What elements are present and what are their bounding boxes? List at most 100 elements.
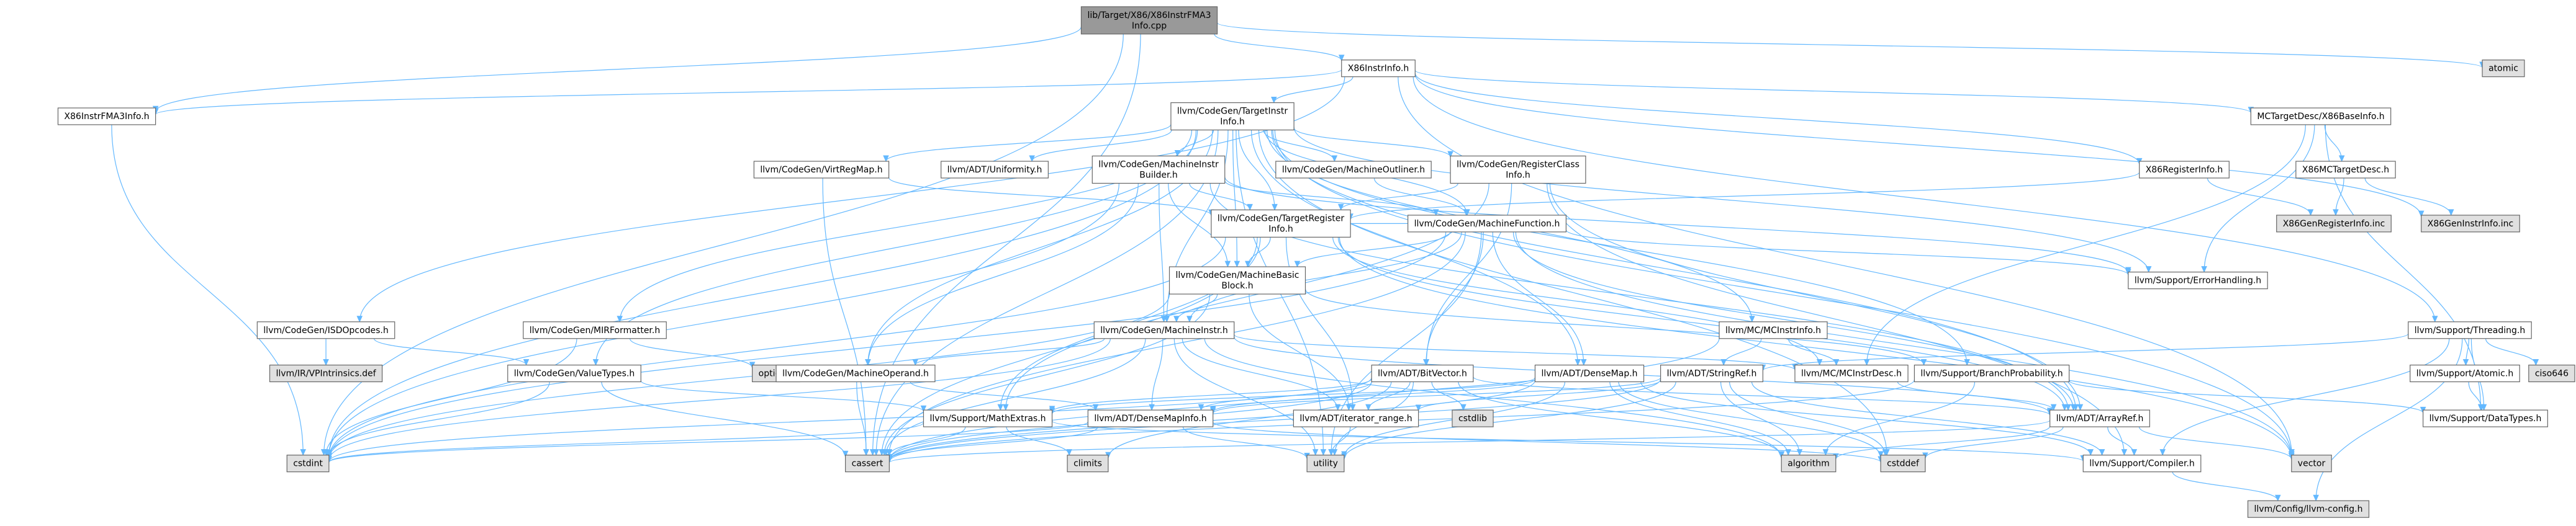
node-label-fma3info-line-0: X86InstrFMA3Info.h: [64, 112, 149, 122]
edges-layer: [111, 22, 2539, 502]
node-label-targetinstrinfo-line-1: Info.h: [1220, 117, 1245, 127]
node-mathextras[interactable]: llvm/Support/MathExtras.h: [923, 409, 1053, 427]
node-mirformatter[interactable]: llvm/CodeGen/MIRFormatter.h: [523, 321, 667, 339]
node-label-targetinstrinfo-line-0: llvm/CodeGen/TargetInstr: [1177, 107, 1288, 117]
edge-targetreginfo-to-mbb: [1247, 237, 1271, 267]
node-box-outliner: [1275, 161, 1432, 179]
edge-outliner-to-mf: [1373, 177, 1467, 215]
node-errorhandling[interactable]: llvm/Support/ErrorHandling.h: [2128, 271, 2268, 290]
node-box-machineoperand: [775, 364, 936, 383]
node-label-cstddef-line-0: cstddef: [1887, 459, 1920, 469]
node-mcinstrdesc[interactable]: llvm/MC/MCInstrDesc.h: [1794, 364, 1909, 383]
node-densemap[interactable]: llvm/ADT/DenseMap.h: [1534, 364, 1645, 383]
node-box-cstdlib: [1452, 409, 1494, 427]
edge-densemapinfo-to-cstdint: [328, 421, 1088, 463]
node-label-mibuilder-line-1: Builder.h: [1139, 170, 1178, 180]
node-vregmap[interactable]: llvm/CodeGen/VirtRegMap.h: [753, 161, 890, 179]
edge-x86reginfo-to-targetreginfo: [1350, 172, 2140, 220]
node-box-iterrange: [1293, 409, 1419, 427]
node-label-x86genreginfo-line-0: X86GenRegisterInfo.inc: [2283, 219, 2385, 229]
node-box-vector: [2291, 455, 2332, 473]
node-densemapinfo[interactable]: llvm/ADT/DenseMapInfo.h: [1087, 409, 1214, 427]
node-x86instrinfo[interactable]: X86InstrInfo.h: [1341, 60, 1416, 78]
edge-stringref-to-utility: [1344, 381, 1676, 460]
edge-targetinstrinfo-to-mbb: [1232, 130, 1237, 267]
node-x86reginfo[interactable]: X86RegisterInfo.h: [2139, 161, 2230, 179]
edge-bitvector-to-cstdlib: [1431, 381, 1464, 411]
arrowhead-stringref-to-cstddef: [1882, 449, 1889, 456]
node-arrayref[interactable]: llvm/ADT/ArrayRef.h: [2050, 409, 2150, 427]
node-fma3info[interactable]: X86InstrFMA3Info.h: [57, 107, 156, 125]
edge-valuetypes-to-cassert: [601, 381, 846, 457]
arrowhead-x86reginfo-to-x86genreginfo: [2307, 209, 2314, 216]
node-box-fma3info: [57, 107, 156, 125]
node-branchprob[interactable]: llvm/Support/BranchProbability.h: [1914, 364, 2070, 383]
node-label-algorithm-line-0: algorithm: [1787, 459, 1830, 469]
node-label-vregmap-line-0: llvm/CodeGen/VirtRegMap.h: [760, 165, 882, 175]
node-uniformity[interactable]: llvm/ADT/Uniformity.h: [941, 161, 1049, 179]
node-box-errorhandling: [2128, 271, 2268, 290]
node-llvmconfig: llvm/Config/llvm-config.h: [2247, 500, 2370, 518]
node-mctargetdesc_base[interactable]: MCTargetDesc/X86BaseInfo.h: [2250, 107, 2392, 125]
node-datatypes[interactable]: llvm/Support/DataTypes.h: [2423, 409, 2548, 427]
node-atomic_h[interactable]: llvm/Support/Atomic.h: [2410, 364, 2520, 383]
node-root[interactable]: lib/Target/X86/X86InstrFMA3Info.cpp: [1080, 6, 1218, 35]
node-outliner[interactable]: llvm/CodeGen/MachineOutliner.h: [1275, 161, 1432, 179]
node-bitvector[interactable]: llvm/ADT/BitVector.h: [1371, 364, 1474, 383]
arrowhead-root-to-x86instrinfo: [1338, 55, 1345, 61]
edge-mathextras-to-cstdint: [328, 422, 924, 463]
edge-mbb-to-branchprob: [1304, 288, 1925, 365]
edge-vregmap-to-cassert: [822, 177, 867, 455]
edge-threading-to-compiler: [2162, 338, 2450, 455]
edge-densemap-to-densemapinfo: [1213, 378, 1536, 412]
node-mcinstrinfo[interactable]: llvm/MC/MCInstrInfo.h: [1719, 321, 1828, 339]
edge-machineinstr-to-cstdint: [328, 338, 1111, 460]
node-label-mcinstrinfo-line-0: llvm/MC/MCInstrInfo.h: [1725, 326, 1821, 336]
node-label-bitvector-line-0: llvm/ADT/BitVector.h: [1378, 369, 1467, 379]
arrowhead-mf-to-mbb: [1294, 261, 1301, 268]
node-x86mctargetdesc[interactable]: X86MCTargetDesc.h: [2295, 161, 2396, 179]
node-box-cstddef: [1880, 455, 1926, 473]
node-label-densemapinfo-line-0: llvm/ADT/DenseMapInfo.h: [1094, 414, 1206, 424]
edge-densemap-to-algorithm: [1609, 381, 1789, 455]
node-isdopcodes[interactable]: llvm/CodeGen/ISDOpcodes.h: [256, 321, 395, 339]
edge-mirformatter-to-optional: [629, 338, 753, 368]
arrowhead-targetinstrinfo-to-targetreginfo: [1272, 203, 1278, 211]
node-label-x86mctargetdesc-line-0: X86MCTargetDesc.h: [2302, 165, 2389, 175]
nodes-layer: lib/Target/X86/X86InstrFMA3Info.cppX86In…: [57, 6, 2575, 518]
node-iterrange[interactable]: llvm/ADT/iterator_range.h: [1293, 409, 1419, 427]
arrowhead-mibuilder-to-targetreginfo: [1247, 203, 1253, 211]
node-machineoperand[interactable]: llvm/CodeGen/MachineOperand.h: [775, 364, 936, 383]
node-compiler[interactable]: llvm/Support/Compiler.h: [2082, 455, 2202, 473]
arrowhead-mibuilder-to-machineoperand: [865, 359, 871, 366]
node-box-targetreginfo: [1211, 209, 1351, 238]
node-valuetypes[interactable]: llvm/CodeGen/ValueTypes.h: [507, 364, 641, 383]
arrowhead-targetreginfo-to-mathextras: [997, 404, 1004, 411]
node-mf[interactable]: llvm/CodeGen/MachineFunction.h: [1408, 215, 1566, 233]
arrowhead-mbb-to-branchprob: [1920, 359, 1927, 366]
edge-mf-to-errorhandling: [1565, 230, 2129, 275]
edge-mbb-to-machineinstr: [1176, 293, 1218, 322]
edge-stringref-to-cstddef: [1729, 381, 1886, 455]
edge-machineinstr-to-utility: [1173, 338, 1316, 455]
node-machineinstr[interactable]: llvm/CodeGen/MachineInstr.h: [1093, 321, 1235, 339]
arrowhead-mibuilder-to-arrayref: [2065, 404, 2071, 411]
edge-arrayref-to-cstddef: [1925, 426, 2064, 459]
arrowhead-compiler-to-llvmconfig: [2275, 494, 2281, 502]
node-threading[interactable]: llvm/Support/Threading.h: [2408, 321, 2532, 339]
arrowhead-iterrange-to-utility: [1328, 449, 1334, 456]
node-box-compiler: [2082, 455, 2202, 473]
arrowhead-atomic_h-to-datatypes: [2479, 404, 2485, 411]
node-label-machineinstr-line-0: llvm/CodeGen/MachineInstr.h: [1100, 326, 1228, 336]
node-stringref[interactable]: llvm/ADT/StringRef.h: [1660, 364, 1763, 383]
node-box-llvmconfig: [2247, 500, 2370, 518]
node-label-machineoperand-line-0: llvm/CodeGen/MachineOperand.h: [782, 369, 929, 379]
arrowhead-machineinstr-to-machineoperand: [912, 359, 919, 366]
node-label-vpintrinsics-line-0: llvm/IR/VPIntrinsics.def: [276, 369, 376, 379]
node-label-mctargetdesc_base-line-0: MCTargetDesc/X86BaseInfo.h: [2257, 112, 2384, 122]
